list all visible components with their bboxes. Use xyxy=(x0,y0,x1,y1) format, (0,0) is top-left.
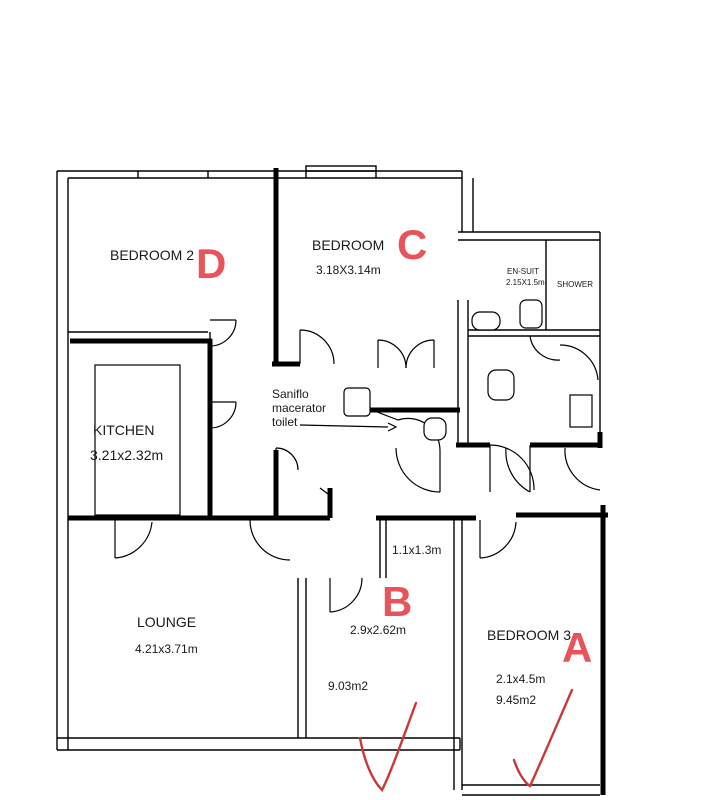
ensuite-name: EN-SUIT xyxy=(507,267,539,276)
check-mark-a xyxy=(512,688,574,788)
bedroom-c-name: BEDROOM xyxy=(312,237,384,253)
marker-a: A xyxy=(562,624,592,671)
check-marks xyxy=(358,688,574,793)
cupboard-dims: 1.1x1.3m xyxy=(392,543,441,557)
bedroom-c-dims: 3.18X3.14m xyxy=(316,263,381,277)
saniflo-line-2: macerator xyxy=(272,401,326,415)
ensuite-toilet xyxy=(519,299,543,329)
bedroom-a-dims: 2.1x4.5m xyxy=(496,672,545,686)
bedroom-d-name: BEDROOM 2 xyxy=(110,247,194,263)
marker-d: D xyxy=(196,240,226,287)
outer-walls xyxy=(56,165,601,751)
saniflo-line-3: toilet xyxy=(272,415,298,429)
lounge-dims: 4.21x3.71m xyxy=(135,642,198,656)
doors xyxy=(114,319,601,613)
bedroom-a-area: 9.45m2 xyxy=(496,693,536,707)
saniflo-unit xyxy=(343,387,371,417)
marker-b: B xyxy=(382,578,412,625)
basin xyxy=(471,311,501,331)
kitchen-counter xyxy=(94,364,181,516)
saniflo-annotation: Saniflo macerator toilet xyxy=(272,387,326,429)
room-markers: D C B A xyxy=(196,221,592,671)
bedroom-b-area: 9.03m2 xyxy=(328,679,368,693)
kitchen-dims: 3.21x2.32m xyxy=(90,447,163,463)
lounge-name: LOUNGE xyxy=(137,614,196,630)
kitchen-name: KITCHEN xyxy=(93,422,154,438)
saniflo-toilet xyxy=(423,417,447,441)
bathroom-toilet xyxy=(487,369,515,401)
shower-name: SHOWER xyxy=(557,280,593,289)
bathroom-basin xyxy=(569,394,593,428)
room-labels: BEDROOM 2 BEDROOM 3.18X3.14m EN-SUIT 2.1… xyxy=(90,237,593,707)
fixtures xyxy=(94,299,593,516)
ensuite-dims: 2.15X1.5m xyxy=(506,278,545,287)
bedroom-a-name: BEDROOM 3 xyxy=(487,627,571,643)
saniflo-line-1: Saniflo xyxy=(272,387,309,401)
bedroom-b-dims: 2.9x2.62m xyxy=(350,623,406,637)
check-mark-b xyxy=(358,701,418,793)
marker-c: C xyxy=(397,221,427,268)
